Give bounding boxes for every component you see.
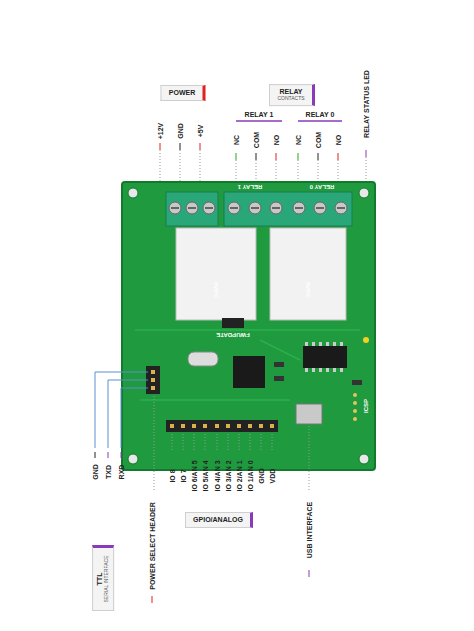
callout-title: POWER xyxy=(167,89,198,97)
silkscreen-label: FWUPDATE xyxy=(216,332,250,338)
callout-box: RELAYCONTACTS xyxy=(269,84,315,106)
pin-label: NC xyxy=(295,135,302,145)
callout-subtitle: SERIAL INTERFACE xyxy=(104,553,110,605)
silkscreen-label: RELAY 1 xyxy=(238,184,263,190)
pin-label: +5V xyxy=(197,125,204,138)
pin-label: IO 3/AN 2 xyxy=(225,460,232,491)
pin-label: COM xyxy=(253,132,260,148)
silkscreen-label: 5VDC xyxy=(213,282,219,298)
pin-label: GND xyxy=(92,464,99,480)
pin-label: TXD xyxy=(105,465,112,479)
pin-label: RELAY STATUS LED xyxy=(363,70,370,138)
pin-label: IO 4/AN 3 xyxy=(214,460,221,491)
pin-label: RXD xyxy=(118,465,125,480)
pin-label: IO 7 xyxy=(180,469,187,482)
pin-label: IO 1/AN 0 xyxy=(247,460,254,491)
pin-label: IO 5/AN 4 xyxy=(202,460,209,491)
silkscreen-label: RELAY 0 xyxy=(310,184,335,190)
pin-label: GND xyxy=(177,123,184,139)
silkscreen-label: 5VDC xyxy=(305,282,311,298)
callout-title: TTL xyxy=(96,553,104,605)
pin-label: RELAY 1 xyxy=(245,111,274,118)
pin-label: IO 6/AN 5 xyxy=(191,460,198,491)
pin-label: IO 2/AN 1 xyxy=(236,460,243,491)
pin-label: GND xyxy=(258,468,265,484)
callout-title: RELAY xyxy=(275,88,307,96)
silkscreen-label: ICSP xyxy=(363,399,369,413)
callout-box: POWER xyxy=(161,85,206,101)
pin-label: VDD xyxy=(269,469,276,484)
pin-label: NO xyxy=(273,135,280,146)
pin-label: IO 8 xyxy=(169,469,176,482)
pin-label: RELAY 0 xyxy=(306,111,335,118)
pin-label: +12V xyxy=(157,123,164,140)
pin-label: COM xyxy=(315,132,322,148)
callout-title: GPIO/ANALOG xyxy=(191,516,245,524)
callout-box: TTLSERIAL INTERFACE xyxy=(92,545,114,611)
callout-box: GPIO/ANALOG xyxy=(185,512,253,528)
pin-label: NC xyxy=(233,135,240,145)
pin-label: POWER SELECT HEADER xyxy=(149,502,156,590)
pin-label: NO xyxy=(335,135,342,146)
callout-subtitle: CONTACTS xyxy=(275,96,307,102)
pin-label: USB INTERFACE xyxy=(306,502,313,558)
